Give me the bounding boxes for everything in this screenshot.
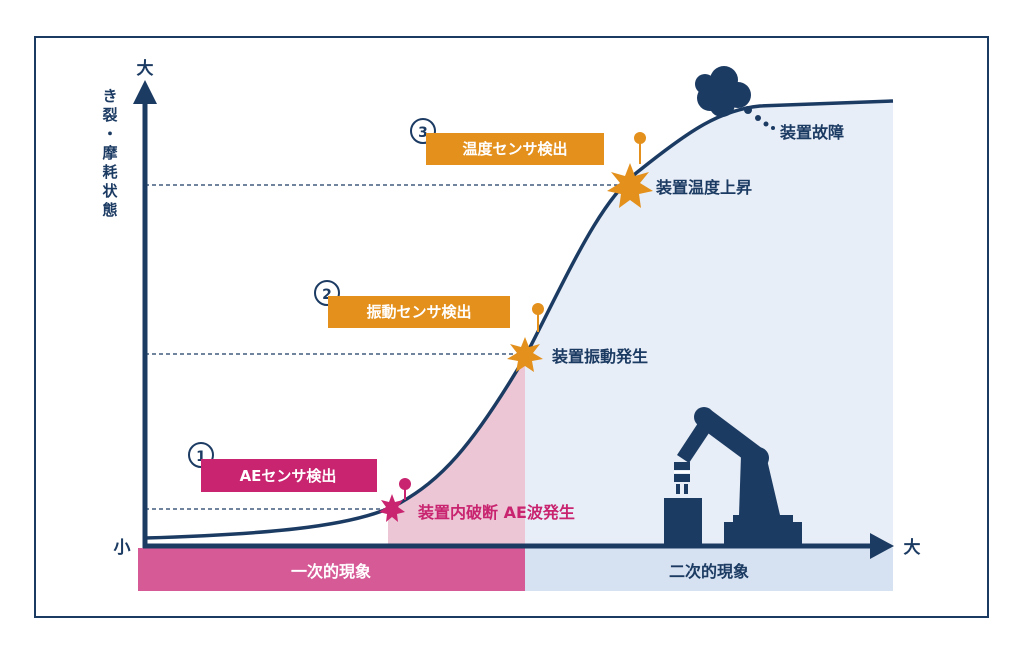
robot-arm-icon [664,407,802,548]
detection-2-label: 振動センサ検出 [366,303,471,321]
y-axis-title: き 裂 ・ 摩 耗 状 態 [101,87,118,219]
starburst-icon [607,163,653,208]
detection-3-label: 温度センサ検出 [462,140,567,158]
x-axis-arrow [870,533,894,559]
y-axis-title-char: き [102,87,117,105]
primary-phase-area [388,357,525,563]
primary-phase-band [138,548,525,591]
y-axis-title-char: 態 [102,201,117,219]
y-axis-title-char: 摩 [102,144,118,162]
detection-1: 1 AEセンサ検出 [188,442,377,492]
detection-3: 3 温度センサ検出 [410,118,604,165]
event-label-vibration: 装置振動発生 [551,347,648,366]
pin-icon [532,303,544,332]
starburst-icon [507,337,543,372]
secondary-phase-area [525,101,893,563]
event-label-failure: 装置故障 [779,123,844,142]
event-label-ae-wave: 装置内破断 AE波発生 [417,503,575,522]
origin-label: 小 [114,538,131,558]
robot-arm-accent [674,471,690,473]
y-axis-title-char: 状 [102,182,118,200]
y-axis-title-char: 裂 [101,106,117,124]
secondary-phase-label: 二次的現象 [669,562,749,581]
y-axis-arrow [133,80,157,104]
y-axis-max-label: 大 [137,58,154,79]
secondary-phase-band [525,548,893,591]
detection-2-number: 2 [322,287,332,303]
diagram-frame [34,36,989,618]
y-axis-title-char: 耗 [102,163,117,181]
x-axis-max-label: 大 [904,537,921,558]
starburst-icon [379,494,405,522]
detection-3-number: 3 [418,125,428,141]
detection-1-label: AEセンサ検出 [240,467,337,485]
primary-phase-label: 一次的現象 [291,562,371,581]
y-axis-title-char: ・ [102,125,117,143]
event-label-temperature: 装置温度上昇 [655,178,752,197]
detection-1-label-box [201,459,377,492]
degradation-curve [144,99,894,540]
detection-3-label-box [426,133,604,165]
detection-2: 2 振動センサ検出 [314,280,510,328]
detection-2-label-box [328,296,510,328]
explosion-cloud-icon [695,66,775,130]
pin-icon [634,132,646,164]
detection-1-number: 1 [196,449,206,465]
pin-icon [399,478,411,500]
